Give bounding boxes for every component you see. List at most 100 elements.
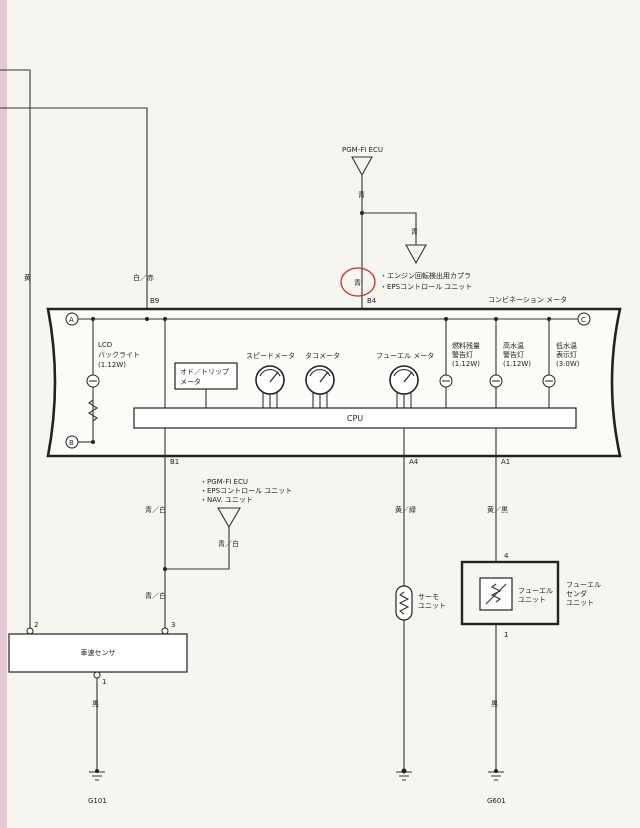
speed-sensor-box — [8, 633, 188, 673]
ground-symbol-g101 — [89, 771, 105, 781]
node-c-circle — [577, 312, 591, 326]
pin-1-fuel-label: 1 — [504, 631, 508, 639]
thermo-label-1: サーモ — [418, 593, 439, 601]
lamp3-label-1: 低水温 — [556, 341, 577, 350]
wire-label-blue-white-3: 青／白 — [145, 591, 166, 600]
pin-b9: B9 — [150, 297, 159, 305]
tachometer-scale — [309, 369, 331, 377]
lcd-label-3: (1.12W) — [98, 361, 126, 369]
lamp2-label-3: (1.12W) — [503, 360, 531, 368]
wire-label-blue-white-1: 青／白 — [145, 505, 166, 514]
note-engine-coupler: ・エンジン回転検出用カプラ — [380, 271, 471, 280]
red-circle-annotation — [340, 267, 376, 297]
wire-label-blue-top: 青 — [358, 190, 365, 199]
speedometer-label: スピードメータ — [246, 351, 295, 360]
lamp1-label-3: (1.12W) — [452, 360, 480, 368]
ecu-list-3: ・NAV. ユニット — [200, 496, 253, 504]
wire-label-black-1: 黒 — [92, 700, 99, 708]
ground-symbol-g601 — [488, 771, 504, 781]
lamp3-label-2: 表示灯 — [556, 350, 577, 359]
wire-label-white-red: 白／赤 — [133, 273, 154, 282]
ground-g101-dot — [95, 769, 99, 773]
pin-3-terminal — [161, 627, 169, 635]
pin-a4: A4 — [409, 458, 419, 466]
lcd-label-2: バックライト — [98, 351, 140, 359]
tachometer-gauge — [305, 365, 335, 395]
ecu-label-top: PGM-FI ECU — [342, 146, 383, 154]
pin-b1: B1 — [170, 458, 179, 466]
fuel-meter-scale — [393, 369, 415, 377]
wire-label-blue-branch: 青 — [411, 227, 418, 236]
fuel-sender-box — [460, 560, 560, 626]
wire-label-yellow: 黄 — [24, 273, 31, 282]
lamp3-label-3: (3.0W) — [556, 360, 580, 368]
fuel-unit-wiper — [485, 583, 507, 605]
pin-4-label: 4 — [504, 552, 509, 560]
node-b-circle — [65, 435, 79, 449]
wire-ecu-branch — [165, 527, 230, 570]
fuel-sender-label-3: ユニット — [566, 599, 594, 607]
pin-b4: B4 — [367, 297, 377, 305]
speed-sensor-label: 車速センサ — [81, 648, 116, 657]
thermo-label-2: ユニット — [418, 602, 446, 610]
thermo-resistor — [398, 591, 410, 615]
tachometer-needle — [319, 371, 329, 383]
fuel-unit-resistor — [490, 583, 502, 603]
fuel-sender-label-2: センダ — [566, 589, 587, 598]
ecu-list-2: ・EPSコントロール ユニット — [200, 487, 292, 495]
wire-yellow-feed — [0, 69, 31, 628]
node-c-label: C — [581, 316, 586, 324]
lcd-label-1: LCD — [98, 341, 112, 349]
tachometer-leads — [312, 393, 328, 408]
node-b-label: B — [69, 439, 74, 447]
wire-blue-branch — [362, 212, 417, 245]
ground-g601-label: G601 — [487, 797, 506, 805]
fuel-meter-label: フューエル メータ — [376, 351, 434, 360]
pin-2-label: 2 — [34, 621, 38, 629]
lamp1-label-1: 燃料残量 — [452, 341, 480, 350]
fuel-unit-label-2: ユニット — [518, 596, 546, 604]
junction-b1 — [163, 567, 167, 571]
fuel-meter-needle — [403, 371, 413, 383]
pin-a1: A1 — [501, 458, 510, 466]
meter-title: コンビネーション メータ — [488, 295, 567, 304]
ecu-connector-bottom — [217, 507, 241, 529]
binding-edge — [0, 0, 7, 828]
fuel-sender-label-1: フューエル — [566, 581, 601, 589]
cpu-label: CPU — [347, 414, 363, 423]
fuel-meter-leads — [396, 393, 412, 408]
wire-label-blue-circled: 青 — [354, 278, 361, 287]
odo-label-2: メータ — [180, 377, 201, 386]
pin-3-label: 3 — [171, 621, 175, 629]
odo-label-1: オド／トリップ — [180, 368, 229, 376]
lamp2-label-1: 高水温 — [503, 341, 524, 350]
wire-label-yellow-green: 黄／緑 — [395, 505, 416, 514]
lamp1-label-2: 警告灯 — [452, 350, 473, 359]
bus-junction-b9 — [145, 317, 149, 321]
pin-1-sensor-terminal — [93, 671, 101, 679]
speedometer-needle — [269, 371, 279, 383]
cpu-box — [133, 407, 577, 429]
fuel-meter-gauge — [389, 365, 419, 395]
coupler-connector — [405, 244, 427, 265]
fuel-unit-label-1: フューエル — [518, 587, 553, 595]
ecu-list-1: ・PGM-FI ECU — [200, 478, 248, 486]
wire-label-black-2: 黒 — [491, 700, 498, 708]
ground-g101-label: G101 — [88, 797, 107, 805]
pin-1-sensor-label: 1 — [102, 678, 106, 686]
note-eps-unit: ・EPSコントロール ユニット — [380, 283, 472, 291]
lamp2-label-2: 警告灯 — [503, 350, 524, 359]
thermo-unit — [395, 585, 413, 621]
speedometer-leads — [262, 393, 278, 408]
ground-g601-dot — [494, 769, 498, 773]
speedometer-gauge — [255, 365, 285, 395]
ground-thermo-dot — [401, 768, 407, 774]
wire-label-yellow-black: 黄／黒 — [487, 505, 508, 514]
lcd-resistor — [87, 399, 99, 422]
pin-2-terminal — [26, 627, 34, 635]
tachometer-label: タコメータ — [305, 351, 340, 360]
speedometer-scale — [259, 369, 281, 377]
node-a-circle — [65, 312, 79, 326]
ecu-connector-top — [351, 156, 373, 177]
